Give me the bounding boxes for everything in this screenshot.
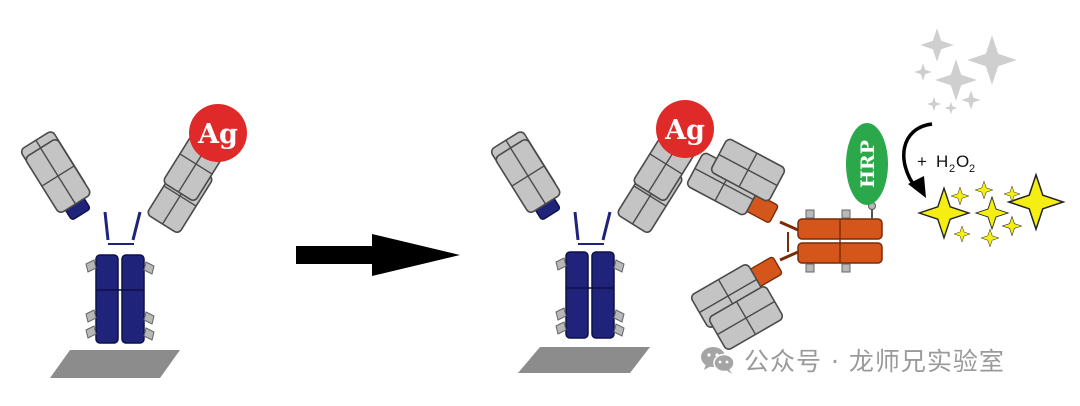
- sparkle-yellow-8: [953, 225, 971, 243]
- antigen-right: Ag: [656, 100, 714, 158]
- antigen-left: Ag: [189, 104, 247, 162]
- antigen-label-right: Ag: [664, 115, 705, 146]
- coated-plate-right: [518, 347, 650, 373]
- sparkle-gray-5: [961, 90, 981, 110]
- watermark-text: 公众号 · 龙师兄实验室: [744, 347, 1005, 376]
- sparkle-yellow-4: [950, 186, 970, 206]
- wechat-icon: [700, 345, 736, 375]
- substrate-sparkles: [918, 173, 1065, 248]
- coated-plate-left: [50, 350, 180, 378]
- reaction-plus: +: [917, 152, 927, 171]
- product-sparkles: [914, 28, 1017, 115]
- hrp-enzyme: HRP: [846, 123, 888, 205]
- reaction-arrow: [902, 122, 933, 198]
- capture-antibody-left: [19, 125, 231, 344]
- sparkle-gray-1: [920, 28, 954, 62]
- reagent-o: O: [956, 152, 969, 171]
- reagent-h-sub: 2: [949, 163, 955, 175]
- sparkle-yellow-7: [980, 228, 1000, 248]
- watermark: 公众号 · 龙师兄实验室: [700, 340, 1005, 380]
- detection-antibody: [685, 136, 883, 352]
- sparkle-gray-7: [944, 101, 958, 115]
- sparkle-gray-2: [967, 35, 1017, 85]
- reagent-h: H: [936, 152, 948, 171]
- sparkle-yellow-5: [974, 180, 994, 200]
- sparkle-yellow-3: [975, 196, 1009, 230]
- hrp-label: HRP: [857, 140, 879, 188]
- sparkle-yellow-2: [1007, 173, 1065, 231]
- sparkle-gray-4: [914, 63, 932, 81]
- process-arrow: [296, 234, 460, 276]
- reaction-reagent: + H 2 O 2: [917, 152, 975, 175]
- capture-antibody-right: [489, 125, 701, 339]
- reagent-o-sub: 2: [969, 163, 975, 175]
- sparkle-gray-6: [926, 96, 942, 112]
- antigen-label-left: Ag: [197, 119, 238, 150]
- sparkle-yellow-6: [1002, 216, 1022, 236]
